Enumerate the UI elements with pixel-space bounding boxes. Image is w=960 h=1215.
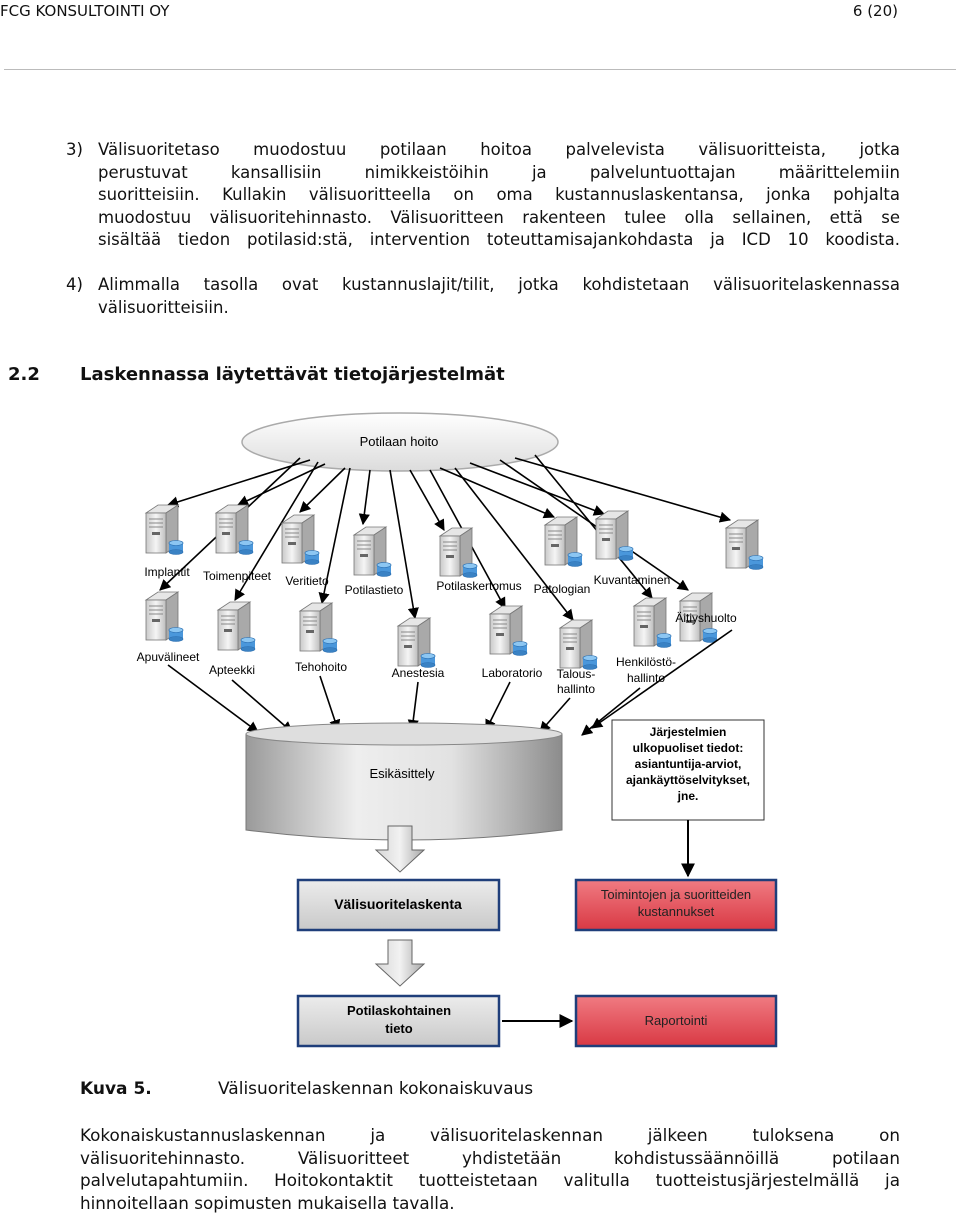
company-name: FCG KONSULTOINTI OY <box>0 2 170 20</box>
item3-line: Välisuoritetaso muodostuu potilaan hoito… <box>98 140 900 159</box>
external-data-line: jne. <box>677 789 699 803</box>
server-icon <box>299 602 338 653</box>
costs-box-label: kustannukset <box>638 904 715 919</box>
item4-line: välisuoritteisiin. <box>98 297 229 317</box>
item3-number: 3) <box>66 140 83 159</box>
closing-paragraph: Kokonaiskustannuslaskennan ja välisuorit… <box>80 1124 900 1214</box>
section-title: Laskennassa läytettävät tietojärjestelmä… <box>80 364 505 385</box>
closing-line: palvelutapahtumiin. Hoitokontaktit tuott… <box>80 1170 900 1190</box>
system-label: Henkilöstö- <box>616 655 676 669</box>
external-data-line: Järjestelmien <box>650 725 727 739</box>
costs-box-label: Toimintojen ja suoritteiden <box>601 887 751 902</box>
system-label: hallinto <box>557 682 595 696</box>
storage-label: Esikäsittely <box>369 766 435 781</box>
closing-line: hinnoitellaan sopimusten mukaisella tava… <box>80 1192 455 1213</box>
patient-data-label: tieto <box>385 1021 413 1036</box>
server-icon <box>217 601 256 652</box>
system-label: Apteekki <box>209 663 255 677</box>
reporting-label: Raportointi <box>645 1013 708 1028</box>
server-icon <box>725 519 764 570</box>
node-potilaan-hoito-label: Potilaan hoito <box>360 434 439 449</box>
system-label: Potilaskertomus <box>436 579 521 593</box>
item3-line: suoritteisiin. Kullakin välisuoritteella… <box>98 185 900 204</box>
process-box-label: Välisuoritelaskenta <box>334 896 462 912</box>
system-label: Veritieto <box>285 574 329 588</box>
system-label: Implantit <box>144 565 190 579</box>
server-icon <box>489 605 528 656</box>
server-icon <box>353 526 392 577</box>
storage-cylinder <box>245 722 563 841</box>
patient-data-box <box>296 994 501 1048</box>
server-icon <box>215 504 254 555</box>
system-label: Patologian <box>534 582 591 596</box>
process-box <box>296 878 501 932</box>
system-label: Apuvälineet <box>137 650 200 664</box>
figure-caption: Välisuoritelaskennan kokonaiskuvaus <box>218 1079 534 1099</box>
system-label: Toimenpiteet <box>203 569 272 583</box>
server-icon <box>633 597 672 648</box>
system-label: Talous- <box>557 667 596 681</box>
server-icon <box>145 591 184 642</box>
item4-number: 4) <box>66 275 83 294</box>
item3-line: muodostuu välisuoritehinnasto. Välisuori… <box>98 207 900 227</box>
converge-arrows <box>167 629 733 736</box>
closing-line: Kokonaiskustannuslaskennan ja välisuorit… <box>80 1125 900 1145</box>
system-label: Potilastieto <box>345 583 404 597</box>
system-label: Anestesia <box>392 666 445 680</box>
server-icon <box>544 516 583 567</box>
server-icon <box>145 504 184 555</box>
section-number: 2.2 <box>8 364 40 385</box>
system-label: hallinto <box>627 671 665 685</box>
item3-line: perustuvat kansallisiin nimikkeistöihin … <box>98 162 900 182</box>
system-label: Äitiyshuolto <box>675 611 737 625</box>
closing-line: välisuoritehinnasto. Välisuoritteet yhdi… <box>80 1147 900 1168</box>
node-potilaan-hoito <box>241 412 559 472</box>
item4-line: Alimmalla tasolla ovat kustannuslajit/ti… <box>98 275 900 294</box>
header-divider <box>4 69 956 70</box>
external-data-line: ajankäyttöselvitykset, <box>626 773 750 787</box>
fan-arrows <box>159 454 732 621</box>
system-label: Laboratorio <box>482 666 543 680</box>
external-data-line: asiantuntija-arviot, <box>635 757 742 771</box>
figure-label: Kuva 5. <box>80 1079 152 1099</box>
item4-paragraph: Alimmalla tasolla ovat kustannuslajit/ti… <box>98 274 900 319</box>
patient-data-label: Potilaskohtainen <box>347 1003 451 1018</box>
server-icon <box>439 527 478 578</box>
external-data-box <box>611 719 765 821</box>
page-number: 6 (20) <box>852 2 898 20</box>
item3-line: sisältää tiedon potilasid:stä, intervent… <box>98 230 900 249</box>
system-label: Tehohoito <box>295 660 347 674</box>
server-icon <box>281 514 320 565</box>
costs-box <box>574 878 778 932</box>
server-icon <box>559 619 598 670</box>
server-icon <box>595 510 634 561</box>
server-icon <box>397 617 436 668</box>
item3-paragraph: Välisuoritetaso muodostuu potilaan hoito… <box>98 139 900 252</box>
external-data-line: ulkopuoliset tiedot: <box>633 741 744 755</box>
system-diagram: Potilaan hoito Implantit Toimenpiteet Ve… <box>137 412 778 1048</box>
reporting-box <box>574 994 778 1048</box>
system-label: Kuvantaminen <box>594 573 671 587</box>
flow-arrow-down <box>375 939 425 987</box>
